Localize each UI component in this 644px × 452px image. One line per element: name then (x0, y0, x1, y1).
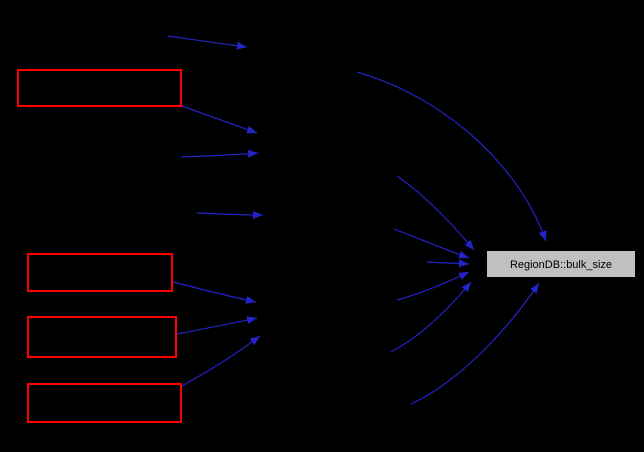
call-edge (426, 259, 470, 268)
call-edge (180, 149, 259, 158)
highlighted-node-box[interactable] (27, 383, 182, 423)
call-edge (172, 281, 257, 304)
call-edge (396, 175, 475, 251)
call-edge (390, 281, 472, 353)
call-edge (393, 228, 470, 259)
highlighted-node-box[interactable] (27, 253, 173, 292)
call-edge (179, 335, 261, 388)
graph-node-current-regiondb-bulk-size: RegionDB::bulk_size (487, 251, 635, 277)
call-edge (410, 282, 540, 405)
highlighted-node-box[interactable] (27, 316, 177, 358)
highlighted-node-box[interactable] (17, 69, 182, 107)
call-edge (167, 35, 248, 50)
graph-node-caller-1[interactable] (17, 69, 182, 107)
graph-node-caller-4[interactable] (27, 383, 182, 423)
node-label: RegionDB::bulk_size (510, 259, 612, 271)
call-edge (196, 210, 264, 219)
graph-node-caller-2[interactable] (27, 253, 173, 292)
call-edge (396, 271, 470, 301)
call-edge (176, 316, 258, 335)
call-edge (356, 71, 547, 242)
graph-node-caller-3[interactable] (27, 316, 177, 358)
call-edge (181, 105, 258, 134)
current-node-box (487, 251, 635, 277)
